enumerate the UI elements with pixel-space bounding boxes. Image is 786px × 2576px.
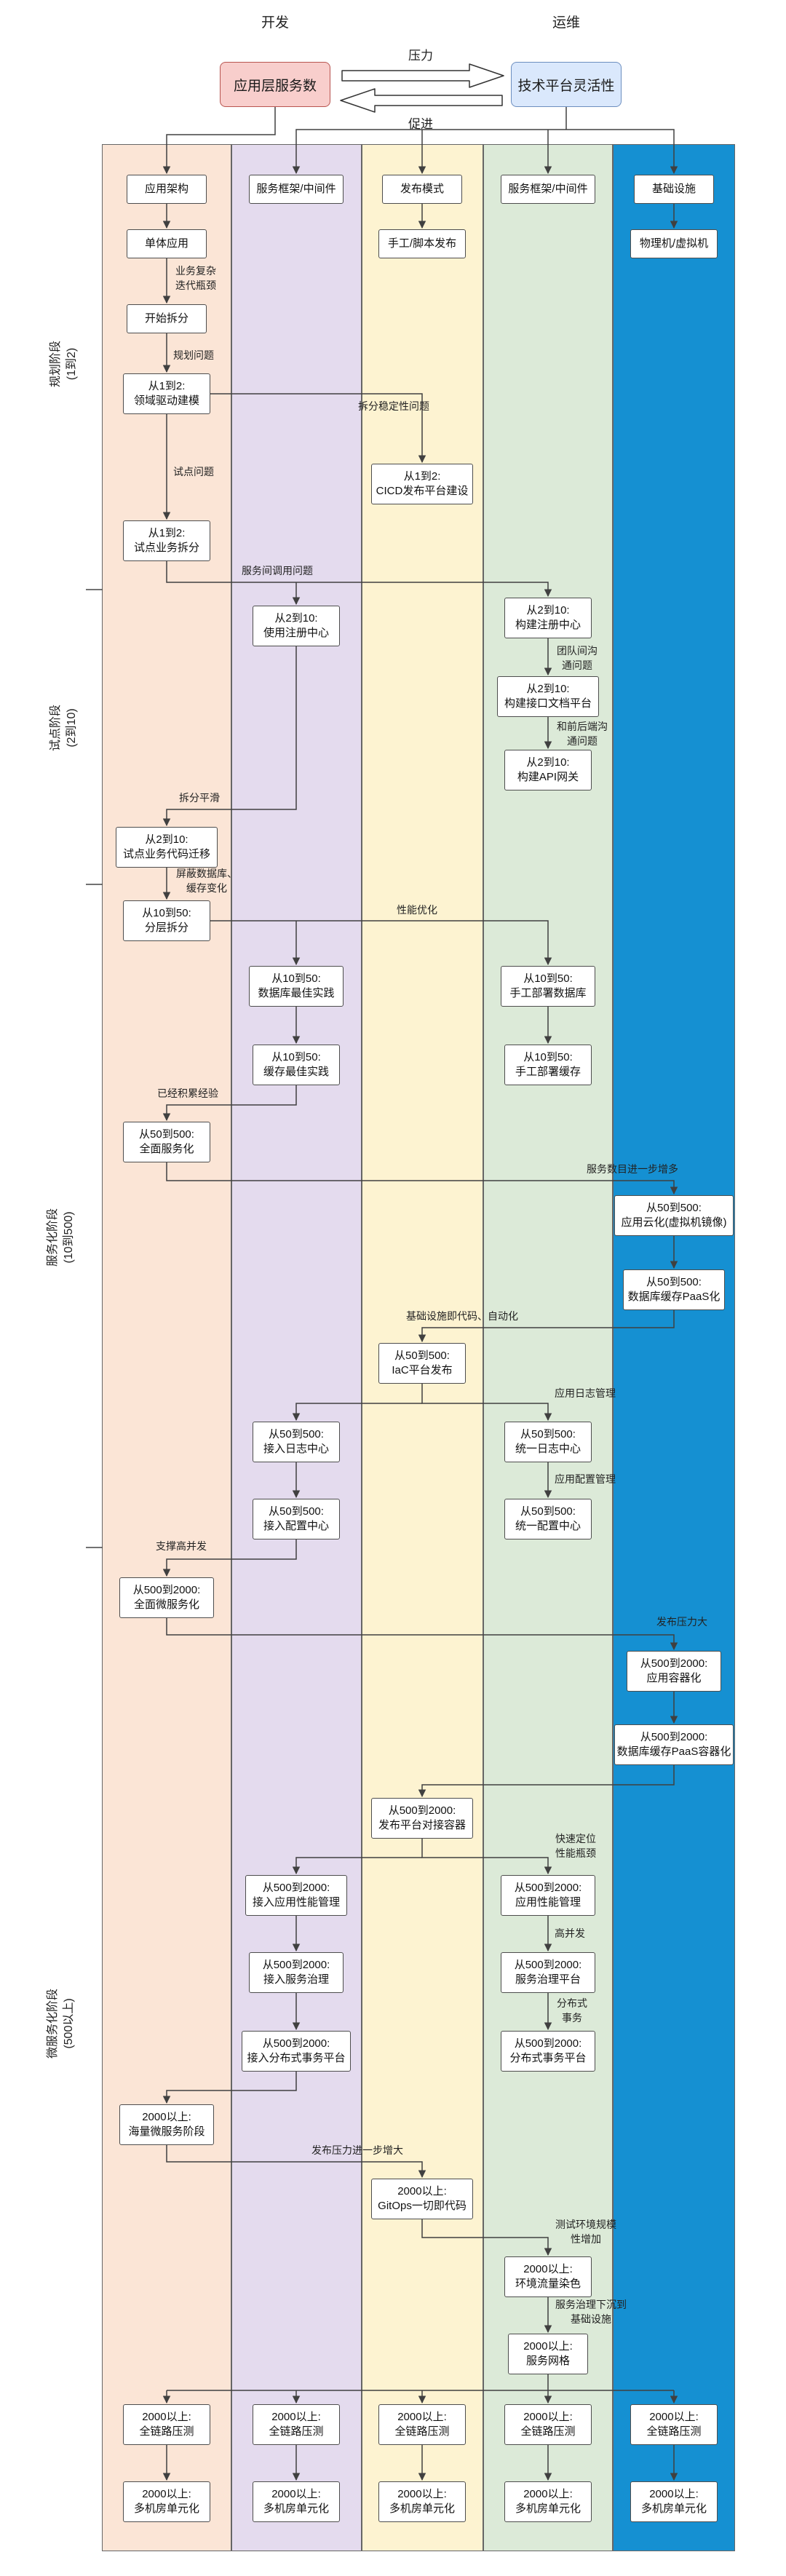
lane-service-framework-ops bbox=[483, 144, 613, 2551]
edge-label-app-log-mgmt: 应用日志管理 bbox=[555, 1387, 616, 1399]
node-app-containerization: 从500到2000: 应用容器化 bbox=[627, 1651, 721, 1692]
node-access-log-center: 从50到500: 接入日志中心 bbox=[253, 1422, 340, 1462]
node-iac-release: 从50到500: IaC平台发布 bbox=[378, 1343, 466, 1384]
promote-arrow-left bbox=[340, 88, 503, 113]
node-cache-best-practice: 从10到50: 缓存最佳实践 bbox=[253, 1045, 340, 1085]
edge-label-service-call: 服务间调用问题 bbox=[242, 565, 313, 576]
promote-label: 促进 bbox=[408, 117, 433, 131]
edge-label-iac-auto: 基础设施即代码、自动化 bbox=[406, 1310, 518, 1322]
node-physical-vm: 物理机/虚拟机 bbox=[630, 229, 718, 258]
node-press-test-col3: 2000以上: 全链路压测 bbox=[378, 2404, 466, 2445]
edge-label-frontend-comm: 和前后端沟通问题 bbox=[557, 721, 608, 747]
edge-label-planning-issue: 规划问题 bbox=[173, 349, 214, 361]
node-press-test-col4: 2000以上: 全链路压测 bbox=[504, 2404, 592, 2445]
app-service-count-box: 应用层服务数 bbox=[220, 62, 330, 107]
node-multi-room-col1: 2000以上: 多机房单元化 bbox=[123, 2481, 210, 2522]
node-access-governance: 从500到2000: 接入服务治理 bbox=[249, 1952, 344, 1993]
edge-label-perf-opt: 性能优化 bbox=[397, 904, 437, 916]
lane-header-release-mode: 发布模式 bbox=[382, 175, 462, 204]
node-pilot-code-migration: 从2到10: 试点业务代码迁移 bbox=[116, 827, 218, 868]
node-use-registry: 从2到10: 使用注册中心 bbox=[253, 606, 340, 646]
node-access-conf-center: 从50到500: 接入配置中心 bbox=[253, 1499, 340, 1539]
lane-infrastructure bbox=[613, 144, 735, 2551]
flow-edges bbox=[162, 107, 678, 2481]
edge-label-shield-db-cache: 屏蔽数据库、缓存变化 bbox=[176, 868, 237, 894]
node-apm-platform: 从500到2000: 应用性能管理 bbox=[501, 1875, 595, 1916]
node-massive-microservice: 2000以上: 海量微服务阶段 bbox=[119, 2104, 214, 2145]
node-release-platform-container: 从500到2000: 发布平台对接容器 bbox=[371, 1798, 473, 1839]
edge-label-pilot-issue: 试点问题 bbox=[173, 466, 214, 477]
lane-header-service-framework-dev: 服务框架/中间件 bbox=[249, 175, 344, 204]
node-access-dtx-platform: 从500到2000: 接入分布式事务平台 bbox=[242, 2031, 351, 2072]
node-layered-split: 从10到50: 分层拆分 bbox=[123, 900, 210, 941]
edge-label-biz-bottleneck: 业务复杂迭代瓶颈 bbox=[175, 265, 216, 291]
node-manual-deploy-cache: 从10到50: 手工部署缓存 bbox=[504, 1045, 592, 1085]
node-access-apm: 从500到2000: 接入应用性能管理 bbox=[245, 1875, 347, 1916]
node-build-api-gateway: 从2到10: 构建API网关 bbox=[504, 750, 592, 790]
node-multi-room-col4: 2000以上: 多机房单元化 bbox=[504, 2481, 592, 2522]
node-dtx-platform: 从500到2000: 分布式事务平台 bbox=[501, 2031, 595, 2072]
node-full-servicification: 从50到500: 全面服务化 bbox=[123, 1122, 210, 1162]
stage-boundary-ticks bbox=[86, 589, 103, 1548]
edge-label-high-concurrency: 高并发 bbox=[555, 1927, 585, 1939]
node-build-api-doc-platform: 从2到10: 构建接口文档平台 bbox=[497, 676, 599, 717]
node-db-cache-paas: 从50到500: 数据库缓存PaaS化 bbox=[623, 1269, 725, 1310]
platform-flexibility-box: 技术平台灵活性 bbox=[511, 62, 622, 107]
node-multi-room-col2: 2000以上: 多机房单元化 bbox=[253, 2481, 340, 2522]
node-db-best-practice: 从10到50: 数据库最佳实践 bbox=[249, 966, 344, 1007]
node-press-test-col2: 2000以上: 全链路压测 bbox=[253, 2404, 340, 2445]
node-press-test-col1: 2000以上: 全链路压测 bbox=[123, 2404, 210, 2445]
edge-label-app-conf-mgmt: 应用配置管理 bbox=[555, 1473, 616, 1485]
node-unified-conf-center: 从50到500: 统一配置中心 bbox=[504, 1499, 592, 1539]
lane-service-framework-dev bbox=[231, 144, 362, 2551]
node-full-microservice: 从500到2000: 全面微服务化 bbox=[119, 1577, 214, 1618]
lane-header-service-framework-ops: 服务框架/中间件 bbox=[501, 175, 595, 204]
node-manual-deploy-db: 从10到50: 手工部署数据库 bbox=[501, 966, 595, 1007]
node-multi-room-col3: 2000以上: 多机房单元化 bbox=[378, 2481, 466, 2522]
node-env-traffic-dye: 2000以上: 环境流量染色 bbox=[504, 2256, 592, 2297]
edge-label-experience: 已经积累经验 bbox=[157, 1087, 218, 1099]
node-domain-driven-modeling: 从1到2: 领域驱动建模 bbox=[123, 373, 210, 414]
lane-header-infrastructure: 基础设施 bbox=[634, 175, 714, 204]
edge-label-service-count-grow: 服务数目进一步增多 bbox=[587, 1163, 678, 1175]
node-manual-script-release: 手工/脚本发布 bbox=[378, 229, 466, 258]
edge-label-team-comm: 团队间沟通问题 bbox=[557, 645, 598, 671]
node-pilot-business-split: 从1到2: 试点业务拆分 bbox=[123, 520, 210, 561]
node-build-registry: 从2到10: 构建注册中心 bbox=[504, 598, 592, 638]
node-multi-room-col5: 2000以上: 多机房单元化 bbox=[630, 2481, 718, 2522]
node-gitops: 2000以上: GitOps一切即代码 bbox=[371, 2179, 473, 2219]
edge-label-distributed-tx: 分布式事务 bbox=[557, 1997, 587, 2024]
node-unified-log-center: 从50到500: 统一日志中心 bbox=[504, 1422, 592, 1462]
node-db-cache-paas-container: 从500到2000: 数据库缓存PaaS容器化 bbox=[614, 1724, 734, 1765]
pressure-arrow-right bbox=[341, 63, 504, 88]
edge-label-release-pressure-more: 发布压力进一步增大 bbox=[311, 2144, 403, 2156]
edge-label-release-pressure: 发布压力大 bbox=[656, 1616, 707, 1628]
lane-header-app-architecture: 应用架构 bbox=[127, 175, 207, 204]
node-app-cloudification: 从50到500: 应用云化(虚拟机镜像) bbox=[614, 1195, 734, 1236]
pressure-label: 压力 bbox=[408, 49, 433, 63]
node-service-mesh: 2000以上: 服务网格 bbox=[508, 2334, 588, 2374]
ops-column-label: 运维 bbox=[552, 15, 581, 31]
node-monolith-app: 单体应用 bbox=[127, 229, 207, 258]
node-start-split: 开始拆分 bbox=[127, 304, 207, 333]
edge-label-governance-sink: 服务治理下沉到基础设施 bbox=[555, 2299, 627, 2325]
edge-label-split-stability: 拆分稳定性问题 bbox=[358, 400, 429, 412]
edge-label-perf-locate: 快速定位性能瓶颈 bbox=[555, 1833, 596, 1859]
edge-label-test-env-grow: 测试环境规模性增加 bbox=[555, 2219, 616, 2245]
edge-label-split-smooth: 拆分平滑 bbox=[179, 792, 220, 804]
node-governance-platform: 从500到2000: 服务治理平台 bbox=[501, 1952, 595, 1993]
edge-label-support-high-concurrency: 支撑高并发 bbox=[156, 1540, 207, 1552]
dev-column-label: 开发 bbox=[261, 15, 290, 31]
node-press-test-col5: 2000以上: 全链路压测 bbox=[630, 2404, 718, 2445]
node-cicd-platform: 从1到2: CICD发布平台建设 bbox=[371, 464, 473, 504]
